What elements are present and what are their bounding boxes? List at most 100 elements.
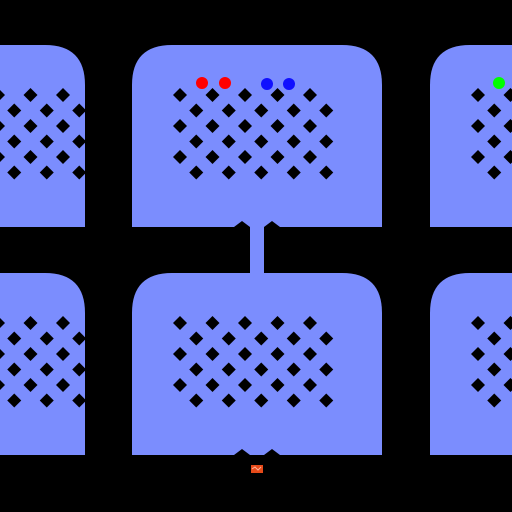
- floor-hole: [121, 150, 135, 164]
- floor-hole: [88, 88, 103, 102]
- room-top-center-holes: [173, 88, 334, 180]
- floor-hole: [503, 347, 512, 361]
- red-dot[interactable]: [196, 77, 208, 89]
- floor-hole: [72, 362, 87, 377]
- room-bottom-right: [430, 273, 512, 455]
- floor-hole: [503, 119, 512, 133]
- room-top-center: [132, 45, 382, 227]
- floor-hole: [39, 362, 54, 377]
- floor-hole: [221, 393, 236, 408]
- floor-hole: [205, 119, 220, 133]
- floor-hole: [254, 362, 269, 377]
- floor-hole: [205, 88, 220, 102]
- floor-hole: [104, 362, 119, 377]
- floor-hole: [503, 150, 512, 164]
- floor-hole: [189, 362, 204, 377]
- floor-hole: [270, 347, 285, 361]
- floor-hole: [303, 347, 317, 361]
- floor-hole: [286, 134, 301, 149]
- floor-hole: [270, 378, 285, 392]
- floor-hole: [254, 393, 269, 408]
- floor-hole: [23, 378, 38, 392]
- floor-hole: [39, 165, 54, 180]
- floor-hole: [0, 380, 5, 390]
- floor-hole: [7, 165, 22, 180]
- floor-hole: [173, 316, 187, 330]
- floor-hole: [319, 331, 334, 346]
- room-top-left-holes: [0, 88, 152, 180]
- floor-hole: [471, 119, 485, 133]
- floor-hole: [270, 88, 285, 102]
- blue-dot[interactable]: [261, 78, 273, 90]
- floor-hole: [503, 378, 512, 392]
- floor-hole: [471, 378, 485, 392]
- floor-hole: [286, 362, 301, 377]
- floor-hole: [189, 393, 204, 408]
- floor-hole: [0, 152, 5, 162]
- floor-hole: [487, 331, 502, 346]
- green-dot[interactable]: [493, 77, 505, 89]
- floor-hole: [0, 90, 5, 100]
- floor-hole: [7, 362, 22, 377]
- floor-hole: [0, 349, 5, 359]
- exit-marker-icon[interactable]: [251, 465, 263, 473]
- floor-hole: [104, 103, 119, 118]
- floor-hole: [56, 88, 70, 102]
- floor-hole: [173, 378, 187, 392]
- floor-hole: [503, 316, 512, 330]
- floor-hole: [487, 103, 502, 118]
- floor-hole: [238, 88, 252, 102]
- floor-hole: [205, 347, 220, 361]
- floor-hole: [303, 119, 317, 133]
- room-top-right: [430, 45, 512, 227]
- floor-hole: [189, 165, 204, 180]
- floor-hole: [254, 103, 269, 118]
- floor-hole: [88, 150, 103, 164]
- floor-hole: [487, 393, 502, 408]
- floor-hole: [303, 378, 317, 392]
- floor-hole: [72, 165, 87, 180]
- floor-hole: [23, 119, 38, 133]
- floor-hole: [7, 331, 22, 346]
- floor-hole: [173, 347, 187, 361]
- floor-hole: [221, 134, 236, 149]
- floor-hole: [121, 347, 135, 361]
- blue-dot[interactable]: [283, 78, 295, 90]
- floor-hole: [56, 150, 70, 164]
- floor-hole: [471, 150, 485, 164]
- floor-hole: [88, 347, 103, 361]
- room-bottom-center: [132, 273, 382, 455]
- floor-hole: [205, 150, 220, 164]
- room-bottom-right-holes: [471, 316, 512, 408]
- floor-hole: [303, 316, 317, 330]
- floor-hole: [286, 103, 301, 118]
- floor-hole: [319, 362, 334, 377]
- floor-hole: [39, 393, 54, 408]
- floor-hole: [205, 378, 220, 392]
- floor-hole: [319, 134, 334, 149]
- floor-hole: [104, 331, 119, 346]
- floor-hole: [471, 347, 485, 361]
- floor-hole: [270, 119, 285, 133]
- floor-hole: [39, 134, 54, 149]
- floor-hole: [238, 316, 252, 330]
- floor-hole: [7, 134, 22, 149]
- floor-hole: [254, 331, 269, 346]
- floor-hole: [72, 393, 87, 408]
- floor-hole: [238, 378, 252, 392]
- floor-hole: [23, 150, 38, 164]
- floor-hole: [72, 134, 87, 149]
- floor-hole: [221, 165, 236, 180]
- floor-hole: [189, 331, 204, 346]
- floor-hole: [121, 88, 135, 102]
- red-dot[interactable]: [219, 77, 231, 89]
- room-top-right-holes: [471, 88, 512, 180]
- floor-hole: [189, 134, 204, 149]
- floor-hole: [221, 103, 236, 118]
- room-bottom-center-holes: [173, 316, 334, 408]
- floor-hole: [487, 165, 502, 180]
- floor-hole: [189, 103, 204, 118]
- floor-hole: [0, 318, 5, 328]
- floor-hole: [487, 362, 502, 377]
- floor-hole: [173, 150, 187, 164]
